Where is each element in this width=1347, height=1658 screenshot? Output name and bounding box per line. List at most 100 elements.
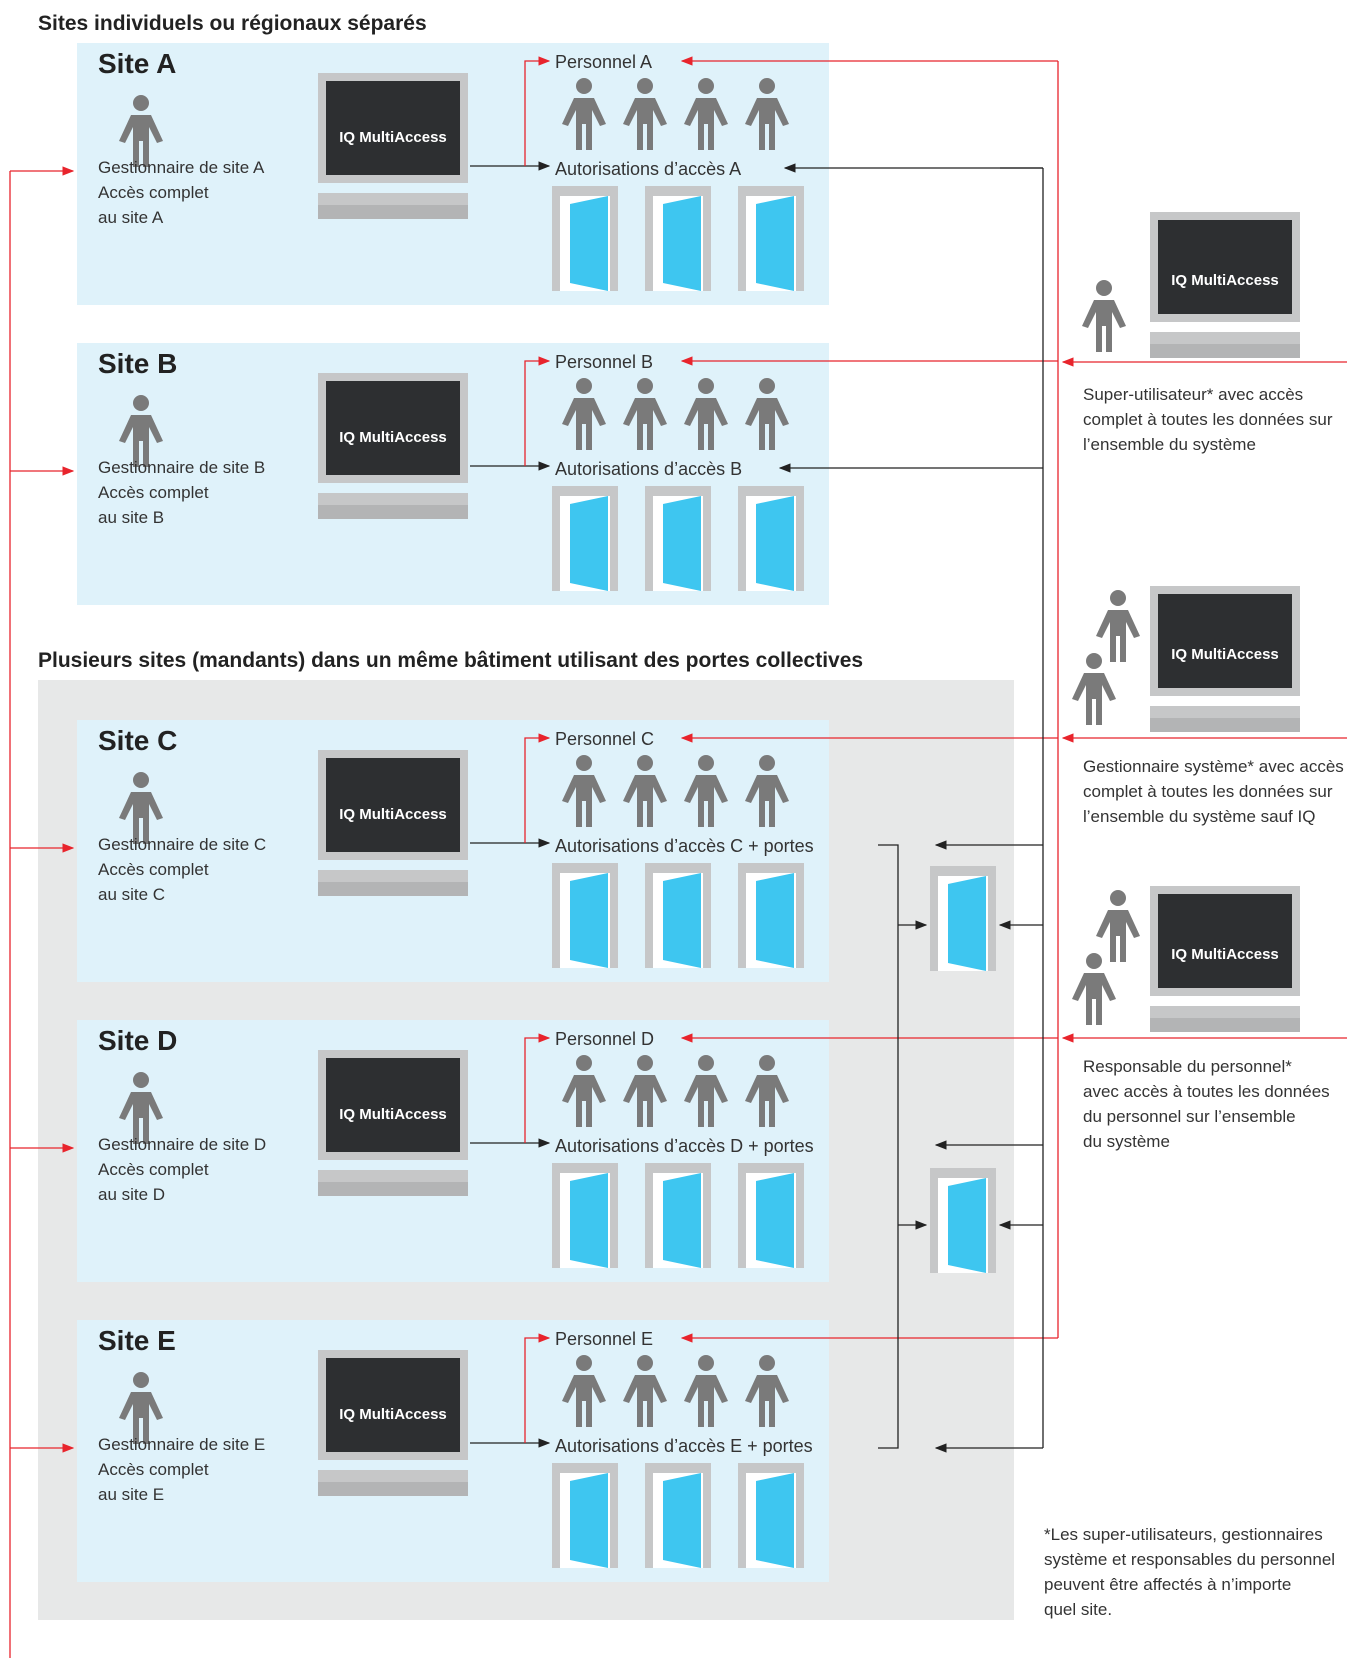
door-icon — [738, 186, 804, 291]
door-icon — [645, 1463, 711, 1568]
door-icon — [552, 486, 618, 591]
site-manager-text: Accès complet — [98, 483, 209, 502]
site-manager-text: Accès complet — [98, 860, 209, 879]
site-manager-text: au site B — [98, 508, 164, 527]
site-manager-text: Gestionnaire de site E — [98, 1435, 265, 1454]
footnote-line: *Les super-utilisateurs, gestionnaires — [1044, 1525, 1323, 1544]
svg-text:Responsable du personnel*: Responsable du personnel* — [1083, 1057, 1292, 1076]
role-line: l’ensemble du système sauf IQ — [1083, 807, 1315, 826]
svg-text:Super-utilisateur* avec accès: Super-utilisateur* avec accès — [1083, 385, 1303, 404]
monitor-to-personnel-arrow — [524, 1033, 551, 1143]
site-manager-text: Accès complet — [98, 183, 209, 202]
iq-multiaccess-monitor-icon — [318, 73, 468, 219]
super-user-block: IQ MultiAccess Super-utilisateur* avec a… — [1082, 212, 1333, 454]
svg-text:avec accès à toutes les donnée: avec accès à toutes les données — [1083, 1082, 1330, 1101]
monitor-label: IQ MultiAccess — [339, 429, 447, 446]
svg-text:système et responsables du per: système et responsables du personnel — [1044, 1550, 1335, 1569]
personnel-label: Personnel D — [555, 1029, 654, 1049]
connector-lines — [9, 56, 1347, 1658]
svg-text:du système: du système — [1083, 1132, 1170, 1151]
monitor-label: IQ MultiAccess — [339, 1106, 447, 1123]
personnel-manager-block: IQ MultiAccess Responsable du personnel*… — [1072, 886, 1330, 1151]
svg-text:peuvent être affectés à n’impo: peuvent être affectés à n’importe — [1044, 1575, 1291, 1594]
role-line: du système — [1083, 1132, 1170, 1151]
site-panel: Site A Gestionnaire de site A Accès comple… — [77, 43, 829, 305]
monitor-label: IQ MultiAccess — [339, 1406, 447, 1423]
door-icon — [552, 863, 618, 968]
role-line: Gestionnaire système* avec accès — [1083, 757, 1344, 776]
site-title: Site E — [98, 1325, 176, 1356]
svg-text:Gestionnaire système* avec acc: Gestionnaire système* avec accès — [1083, 757, 1344, 776]
svg-text:du personnel sur l’ensemble: du personnel sur l’ensemble — [1083, 1107, 1296, 1126]
site-manager-text: Gestionnaire de site C — [98, 835, 266, 854]
personnel-label: Personnel B — [555, 352, 653, 372]
iq-multiaccess-monitor-icon — [318, 1050, 468, 1196]
monitor-to-personnel-arrow — [524, 1333, 551, 1443]
monitor-label: IQ MultiAccess — [1171, 272, 1279, 289]
svg-text:quel site.: quel site. — [1044, 1600, 1112, 1619]
svg-text:complet à toutes les données s: complet à toutes les données sur — [1083, 782, 1333, 801]
footnote: *Les super-utilisateurs, gestionnaires s… — [1044, 1525, 1335, 1619]
access-rights-label: Autorisations d’accès D + portes — [555, 1136, 814, 1156]
role-line: Responsable du personnel* — [1083, 1057, 1292, 1076]
site-manager-text: Accès complet — [98, 1460, 209, 1479]
monitor-label: IQ MultiAccess — [1171, 646, 1279, 663]
door-icon — [738, 1463, 804, 1568]
access-rights-label: Autorisations d’accès B — [555, 459, 742, 479]
access-rights-label: Autorisations d’accès C + portes — [555, 836, 814, 856]
iq-multiaccess-monitor-icon — [318, 1350, 468, 1496]
heading-separate-sites: Sites individuels ou régionaux séparés — [38, 12, 427, 35]
personnel-label: Personnel E — [555, 1329, 653, 1349]
svg-text:*Les super-utilisateurs, gesti: *Les super-utilisateurs, gestionnaires — [1044, 1525, 1323, 1544]
shared-door-2 — [930, 1168, 996, 1273]
door-icon — [645, 186, 711, 291]
monitor-label: IQ MultiAccess — [339, 806, 447, 823]
site-manager-text: au site E — [98, 1485, 164, 1504]
door-icon — [645, 486, 711, 591]
door-icon — [552, 186, 618, 291]
footnote-line: quel site. — [1044, 1600, 1112, 1619]
site-title: Site A — [98, 48, 176, 79]
system-manager-block: IQ MultiAccess Gestionnaire système* ave… — [1072, 586, 1344, 826]
footnote-line: peuvent être affectés à n’importe — [1044, 1575, 1291, 1594]
door-icon — [552, 1163, 618, 1268]
personnel-manager-person-icon — [1096, 890, 1140, 962]
shared-door-1 — [930, 866, 996, 971]
personnel-label: Personnel A — [555, 52, 652, 72]
monitor-to-personnel-arrow — [524, 733, 551, 843]
system-manager-person-icon — [1096, 590, 1140, 662]
svg-text:l’ensemble du système: l’ensemble du système — [1083, 435, 1256, 454]
system-manager-person-icon — [1072, 653, 1116, 725]
site-manager-text: au site A — [98, 208, 164, 227]
role-line: du personnel sur l’ensemble — [1083, 1107, 1296, 1126]
personnel-manager-person-icon — [1072, 953, 1116, 1025]
iq-multiaccess-monitor-icon — [318, 750, 468, 896]
role-line: complet à toutes les données sur — [1083, 410, 1333, 429]
shared-door-bracket — [878, 844, 899, 1449]
access-rights-label: Autorisations d’accès A — [555, 159, 741, 179]
door-icon — [738, 863, 804, 968]
door-icon — [738, 1163, 804, 1268]
site-manager-text: Gestionnaire de site B — [98, 458, 265, 477]
heading-multi-tenant: Plusieurs sites (mandants) dans un même … — [38, 649, 863, 672]
site-manager-text: Gestionnaire de site A — [98, 158, 265, 177]
svg-text:l’ensemble du système sauf IQ: l’ensemble du système sauf IQ — [1083, 807, 1315, 826]
access-rights-label: Autorisations d’accès E + portes — [555, 1436, 813, 1456]
role-line: l’ensemble du système — [1083, 435, 1256, 454]
site-manager-text: Gestionnaire de site D — [98, 1135, 266, 1154]
site-manager-text: au site C — [98, 885, 165, 904]
site-title: Site D — [98, 1025, 177, 1056]
personnel-label: Personnel C — [555, 729, 654, 749]
super-user-person-icon — [1082, 280, 1126, 352]
door-icon — [645, 1163, 711, 1268]
door-icon — [552, 1463, 618, 1568]
iq-multiaccess-monitor-icon — [318, 373, 468, 519]
footnote-line: système et responsables du personnel — [1044, 1550, 1335, 1569]
monitor-label: IQ MultiAccess — [1171, 946, 1279, 963]
role-line: Super-utilisateur* avec accès — [1083, 385, 1303, 404]
site-panel: Site E Gestionnaire de site E Accès comple… — [77, 1320, 829, 1582]
